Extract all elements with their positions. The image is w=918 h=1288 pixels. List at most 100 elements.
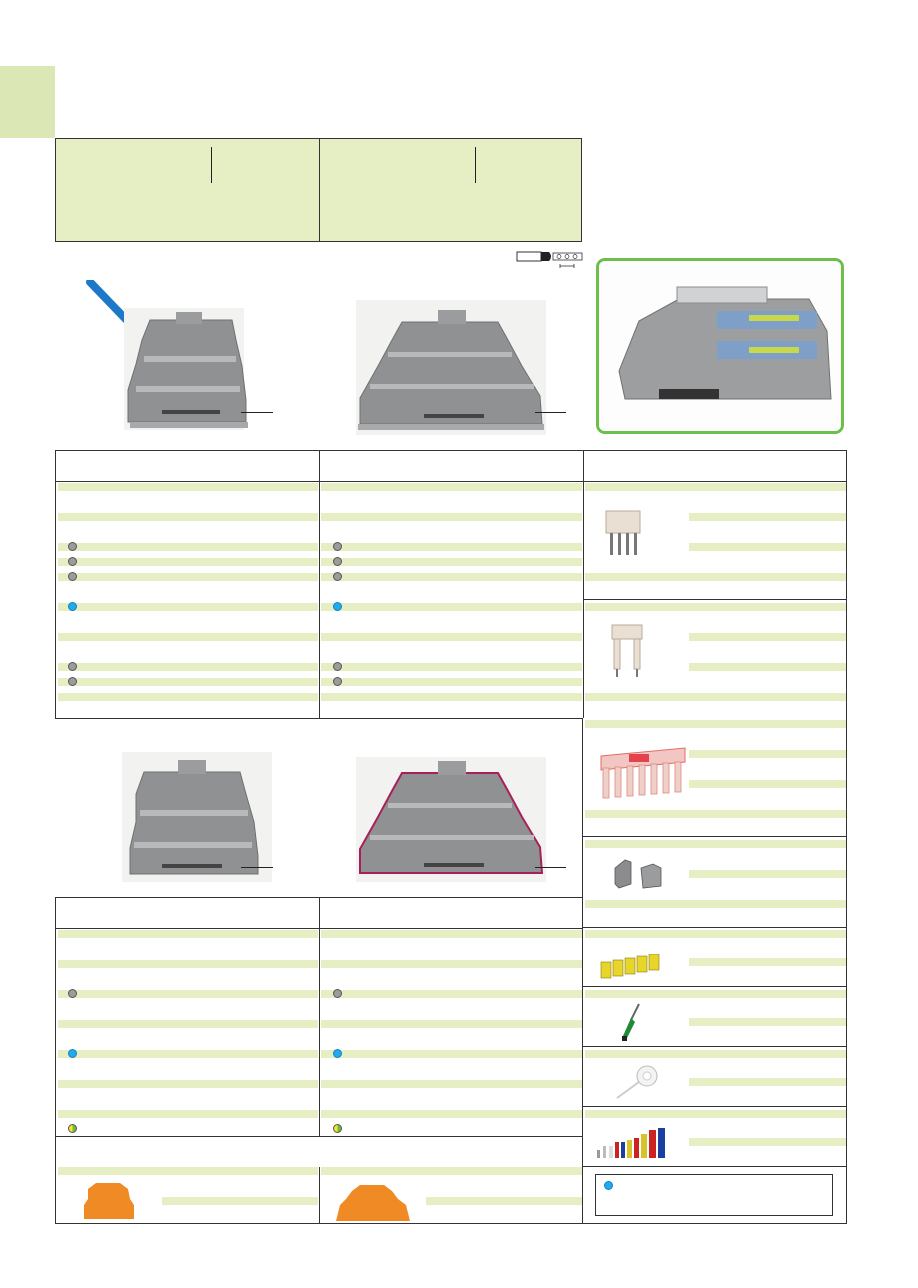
- table-row: [321, 1050, 582, 1058]
- header-spec-right: [320, 139, 581, 241]
- table-row: [585, 573, 846, 581]
- table-row: [58, 678, 318, 686]
- table-row: [58, 960, 318, 968]
- table-row: [585, 1050, 846, 1058]
- table-row: [321, 678, 582, 686]
- table-row: [321, 558, 582, 566]
- marker-comb-icon: [599, 746, 689, 802]
- table-row: [689, 513, 846, 521]
- table-row: [58, 1050, 318, 1058]
- blue-dot-icon: [604, 1181, 613, 1190]
- table-row: [585, 900, 846, 908]
- table-row: [426, 1197, 582, 1205]
- table-row: [58, 1080, 318, 1088]
- table-row: [58, 930, 318, 938]
- end-plate-icon: [82, 1181, 136, 1221]
- blue-dot-icon: [333, 1049, 342, 1058]
- jumper-comb-icon: [604, 509, 644, 561]
- table-row: [321, 930, 582, 938]
- section-tab: [0, 66, 55, 138]
- table-row: [321, 573, 582, 581]
- table-row: [162, 1197, 318, 1205]
- table-row: [321, 1167, 582, 1175]
- end-plate-icon: [334, 1183, 412, 1223]
- gray-marker-icon: [333, 989, 342, 998]
- terminal-block-3level-photo: [356, 757, 546, 882]
- table-row: [585, 840, 846, 848]
- table-row: [585, 930, 846, 938]
- gray-marker-icon: [333, 662, 342, 671]
- gray-marker-icon: [68, 662, 77, 671]
- table-row: [689, 780, 846, 788]
- header-spec-box: [55, 138, 582, 242]
- accessory-panel: [582, 718, 847, 928]
- table-row: [585, 1110, 846, 1118]
- table-row: [321, 990, 582, 998]
- table-row: [689, 1078, 846, 1086]
- leader-line: [241, 867, 273, 868]
- table-row: [321, 693, 582, 701]
- table-row: [58, 1167, 318, 1175]
- blue-dot-icon: [68, 1049, 77, 1058]
- gray-marker-icon: [333, 557, 342, 566]
- ground-marker-icon: [68, 1124, 77, 1133]
- leader-line: [535, 867, 566, 868]
- table-row: [689, 633, 846, 641]
- leader-line: [241, 412, 273, 413]
- gray-marker-icon: [68, 677, 77, 686]
- table-row: [689, 663, 846, 671]
- table-row: [689, 870, 846, 878]
- bottom-spec-table: [55, 897, 583, 1137]
- table-row: [689, 1018, 846, 1026]
- table-row: [58, 633, 318, 641]
- gray-marker-icon: [68, 572, 77, 581]
- table-row: [585, 810, 846, 818]
- table-row: [321, 603, 582, 611]
- table-row: [321, 1110, 582, 1118]
- screwdriver-icon: [619, 1002, 643, 1042]
- end-stop-icon: [611, 854, 667, 894]
- terminal-block-2level-photo: [84, 280, 259, 435]
- blue-dot-icon: [333, 602, 342, 611]
- table-row: [58, 543, 318, 551]
- header-spec-left: [56, 139, 320, 241]
- end-plate-table: [55, 1136, 583, 1224]
- table-row: [585, 603, 846, 611]
- top-spec-table: [55, 450, 847, 719]
- table-row: [689, 1138, 846, 1146]
- table-row: [58, 573, 318, 581]
- table-row: [321, 960, 582, 968]
- table-row: [321, 513, 582, 521]
- table-row: [321, 543, 582, 551]
- assembly-photo-frame: [596, 258, 844, 434]
- table-row: [58, 663, 318, 671]
- blue-dot-icon: [68, 602, 77, 611]
- table-row: [585, 990, 846, 998]
- table-row: [321, 1080, 582, 1088]
- table-row: [321, 633, 582, 641]
- table-row: [58, 693, 318, 701]
- ground-marker-icon: [333, 1124, 342, 1133]
- ferrule-icon: [516, 249, 586, 271]
- table-row: [585, 483, 846, 491]
- table-row: [58, 1110, 318, 1118]
- table-row: [58, 1020, 318, 1028]
- accessory-panel-lower: [582, 927, 847, 1224]
- gray-marker-icon: [333, 542, 342, 551]
- table-row: [321, 1020, 582, 1028]
- table-row: [585, 720, 846, 728]
- table-row: [58, 990, 318, 998]
- marking-tape-icon: [613, 1062, 663, 1102]
- marker-strip-icon: [599, 954, 663, 982]
- table-row: [689, 750, 846, 758]
- leader-line: [535, 412, 566, 413]
- table-row: [689, 958, 846, 966]
- gray-marker-icon: [68, 557, 77, 566]
- header-divider: [475, 147, 476, 183]
- gray-marker-icon: [68, 542, 77, 551]
- table-row: [58, 513, 318, 521]
- gray-marker-icon: [68, 989, 77, 998]
- ferrules-set-icon: [595, 1124, 679, 1162]
- terminal-block-2level-photo: [122, 752, 272, 882]
- table-row: [585, 693, 846, 701]
